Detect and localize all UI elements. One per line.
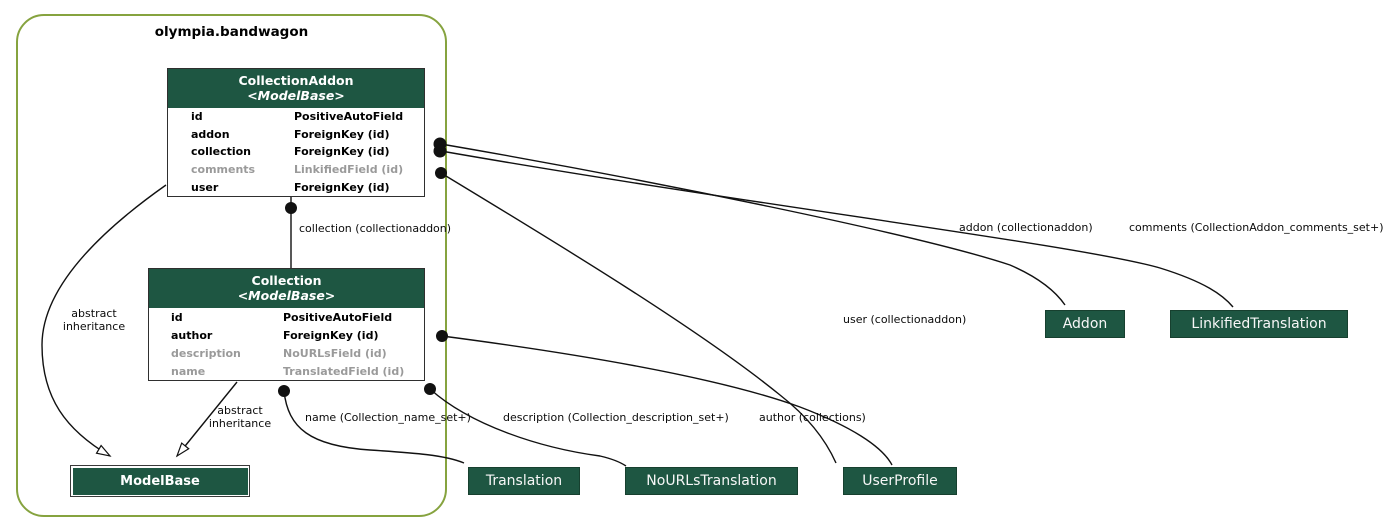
field-type: ForeignKey (id) [294,180,390,194]
field-type: PositiveAutoField [283,310,393,324]
edge-label-abstract-inheritance-left: abstract inheritance [54,307,134,333]
abstract-line2: inheritance [62,320,126,333]
field-type: NoURLsField (id) [283,346,387,360]
node-linkifiedtranslation: LinkifiedTranslation [1170,310,1348,338]
edge-addon [440,143,1066,306]
field-row-user: user ForeignKey (id) [168,178,424,196]
node-modelbase: ModelBase [70,465,250,497]
edge-label-abstract-inheritance-mid: abstract inheritance [200,404,280,430]
edge-dot-collection [285,202,297,214]
field-row-name: name TranslatedField (id) [149,362,424,380]
abstract-line1: abstract [71,307,117,320]
edge-comments [440,150,1234,308]
node-nourlstranslation: NoURLsTranslation [625,467,798,495]
model-table-collection: Collection <ModelBase> id PositiveAutoFi… [148,268,425,381]
node-addon: Addon [1045,310,1125,338]
package-title: olympia.bandwagon [154,24,309,40]
edge-label-collection: collection (collectionaddon) [299,222,452,235]
field-type: TranslatedField (id) [283,364,405,378]
field-type: LinkifiedField (id) [294,163,404,177]
field-name: name [171,364,206,378]
field-row-description: description NoURLsField (id) [149,344,424,362]
field-row-comments: comments LinkifiedField (id) [168,161,424,179]
edge-abstract-collection [175,381,238,458]
field-name: id [191,110,203,124]
field-name: description [171,346,241,360]
edge-name [283,390,465,464]
field-name: collection [191,145,252,159]
field-row-id: id PositiveAutoField [168,108,424,126]
field-type: ForeignKey (id) [294,127,390,141]
model-title: Collection [251,273,322,288]
edge-label-author: author (collections) [759,411,866,424]
package-boundary-olympia-bandwagon [16,14,447,517]
field-row-collection: collection ForeignKey (id) [168,143,424,161]
edge-label-user: user (collectionaddon) [843,313,967,326]
edge-description [429,388,627,467]
model-title: CollectionAddon [238,73,354,88]
field-type: PositiveAutoField [294,110,404,124]
edge-dot-name [278,385,290,397]
edge-label-name: name (Collection_name_set+) [305,411,471,424]
model-table-collectionaddon: CollectionAddon <ModelBase> id PositiveA… [167,68,425,197]
field-name: comments [191,163,256,177]
edge-dot-comments [433,144,447,158]
model-stereotype: <ModelBase> [247,88,345,103]
edge-label-addon: addon (collectionaddon) [959,221,1093,234]
field-name: id [171,310,183,324]
abstract-line2: inheritance [208,417,272,430]
node-modelbase-label: ModelBase [72,467,248,495]
node-userprofile: UserProfile [843,467,957,495]
field-row-addon: addon ForeignKey (id) [168,126,424,144]
edge-author [441,335,893,466]
abstract-line1: abstract [217,404,263,417]
edge-user [440,172,837,464]
edge-abstract-collectionaddon [41,184,167,457]
field-type: ForeignKey (id) [294,145,390,159]
field-row-id: id PositiveAutoField [149,308,424,326]
edge-dot-user [435,167,447,179]
model-stereotype: <ModelBase> [237,288,336,303]
model-table-collectionaddon-header: CollectionAddon <ModelBase> [168,69,424,108]
field-name: user [191,180,219,194]
edge-label-description: description (Collection_description_set+… [503,411,729,424]
field-type: ForeignKey (id) [283,328,379,342]
edge-dot-description [424,383,436,395]
model-table-collection-header: Collection <ModelBase> [149,269,424,308]
field-row-author: author ForeignKey (id) [149,326,424,344]
edge-label-comments: comments (CollectionAddon_comments_set+) [1129,221,1384,234]
edge-dot-author [436,330,448,342]
node-translation: Translation [468,467,580,495]
field-name: author [171,328,213,342]
field-name: addon [191,127,230,141]
